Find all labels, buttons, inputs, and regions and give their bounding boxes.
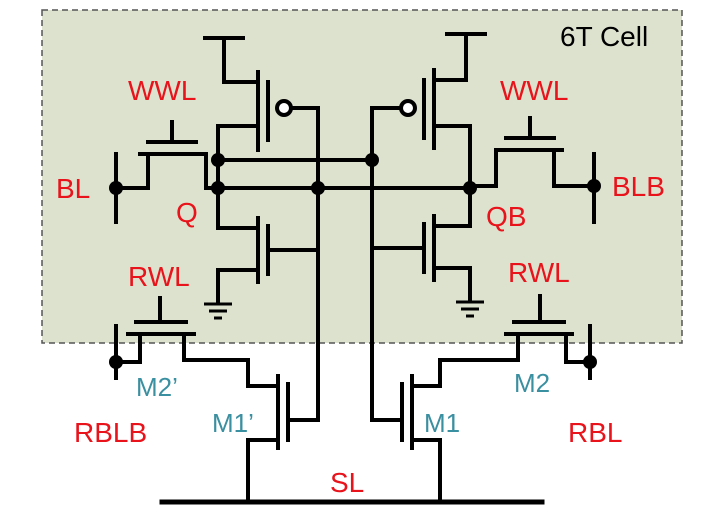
right-nmos — [370, 198, 484, 318]
m1-prime-transistor — [246, 374, 320, 502]
bl-label: BL — [56, 173, 90, 204]
rwl-left-label: RWL — [128, 261, 190, 292]
sl-label: SL — [330, 467, 364, 498]
rbl-label: RBL — [568, 417, 622, 448]
m2-prime-label: M2’ — [136, 372, 178, 402]
wwl-left-label: WWL — [128, 75, 196, 106]
blb-label: BLB — [612, 171, 665, 202]
wwl-right-label: WWL — [500, 75, 568, 106]
m1-prime-label: M1’ — [212, 408, 254, 438]
left-write-access — [109, 120, 220, 224]
m2-prime-transistor — [109, 296, 250, 388]
rwl-right-label: RWL — [508, 257, 570, 288]
6t-cell-region — [41, 9, 683, 344]
m2-transistor — [438, 294, 597, 388]
q-label: Q — [176, 197, 198, 228]
left-nmos — [204, 198, 320, 320]
m2-label: M2 — [514, 368, 550, 398]
rblb-label: RBLB — [74, 417, 147, 448]
left-pmos — [203, 36, 293, 202]
right-pmos — [370, 32, 487, 422]
right-write-access — [468, 116, 601, 224]
m1-transistor — [370, 374, 442, 502]
qb-label: QB — [486, 201, 526, 232]
m1-label: M1 — [424, 408, 460, 438]
cell-title: 6T Cell — [560, 21, 648, 52]
